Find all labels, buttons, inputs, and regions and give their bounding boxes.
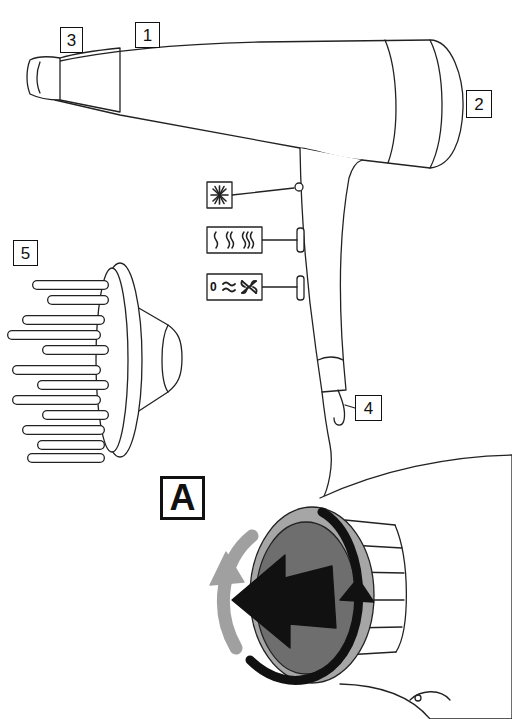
callout-box: 5 <box>13 240 38 266</box>
callout-number: 1 <box>143 27 152 44</box>
callout-box: A <box>160 476 205 520</box>
cold-shot-symbol <box>207 182 232 208</box>
callout-box: 1 <box>135 22 160 48</box>
callout-box: 3 <box>60 27 83 53</box>
filter-detail <box>210 455 512 719</box>
callout-box: 4 <box>355 395 382 421</box>
callout-number: 5 <box>21 245 30 262</box>
callout-number: A <box>170 480 196 516</box>
concentrator-nozzle <box>27 48 120 112</box>
fan-symbol <box>207 274 262 300</box>
switch-mark: 0 <box>210 281 217 293</box>
callout-number: 3 <box>67 32 76 49</box>
callout-number: 2 <box>474 96 483 113</box>
dryer-body <box>55 40 463 500</box>
diffuser <box>12 263 182 458</box>
callout-number: 4 <box>364 400 373 417</box>
callout-box: 2 <box>466 90 492 118</box>
heat-symbol <box>207 227 262 253</box>
leader-line <box>345 405 355 408</box>
